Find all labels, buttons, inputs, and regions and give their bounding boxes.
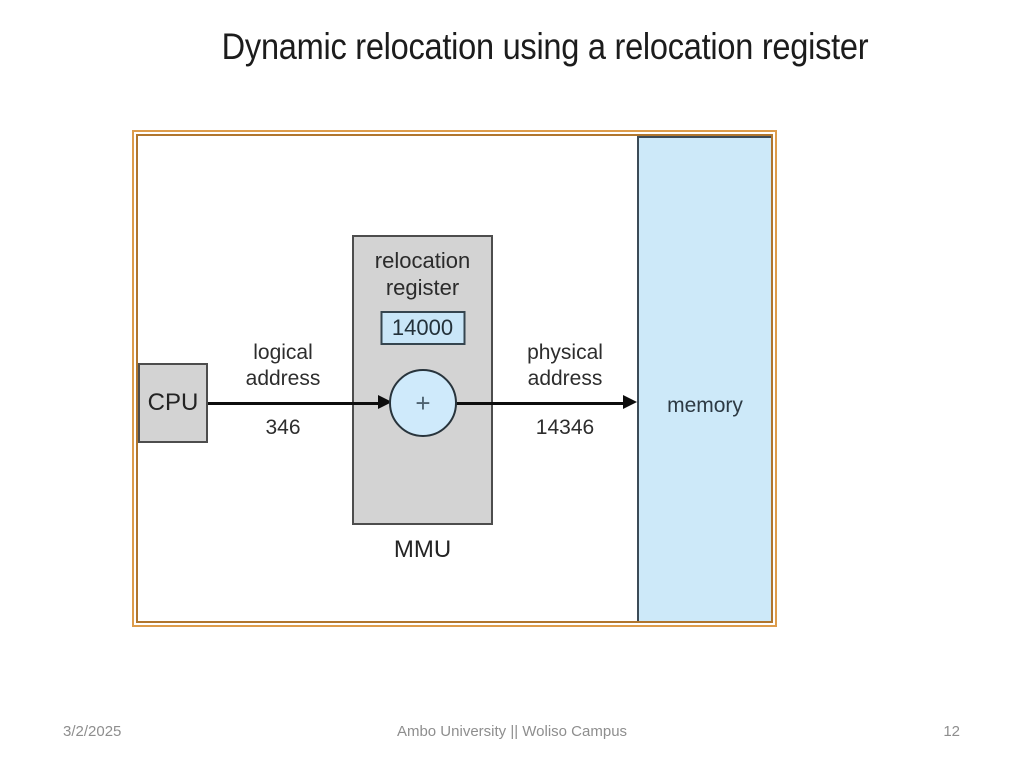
memory-box: memory [637,136,771,621]
logical-address-label: logical address [203,340,363,392]
footer-page-number: 12 [943,723,960,740]
mmu-caption: MMU [393,536,452,563]
footer-center-text: Ambo University || Woliso Campus [396,723,628,740]
physical-address-label-line1: physical [527,341,603,364]
memory-label: memory [667,394,743,417]
adder-circle: + [389,369,457,437]
plus-icon: + [415,387,431,418]
slide-title: Dynamic relocation using a relocation re… [221,26,869,67]
physical-address-label: physical address [485,340,645,392]
relocation-register-label-line1: relocation [374,248,471,273]
cpu-label: CPU [147,389,199,416]
logical-address-arrow [208,402,380,405]
logical-address-value: 346 [265,416,301,439]
physical-address-arrow [456,402,626,405]
cpu-box: CPU [138,363,208,443]
arrowhead-right-icon [378,395,392,409]
arrowhead-right-icon [623,395,637,409]
relocation-register-value: 14000 [391,315,454,340]
logical-address-label-line2: address [245,367,321,390]
diagram-canvas: memory CPU relocation register 14000 MMU [136,134,773,623]
logical-address-label-line1: logical [253,341,313,364]
relocation-register-value-box: 14000 [380,311,465,345]
diagram-frame: memory CPU relocation register 14000 MMU [132,130,777,627]
footer-date: 3/2/2025 [63,723,122,740]
physical-address-value: 14346 [535,416,595,439]
relocation-register-label-line2: register [385,275,460,300]
physical-address-label-line2: address [527,367,603,390]
relocation-register-label: relocation register [354,247,491,301]
mmu-box: relocation register 14000 [352,235,493,525]
